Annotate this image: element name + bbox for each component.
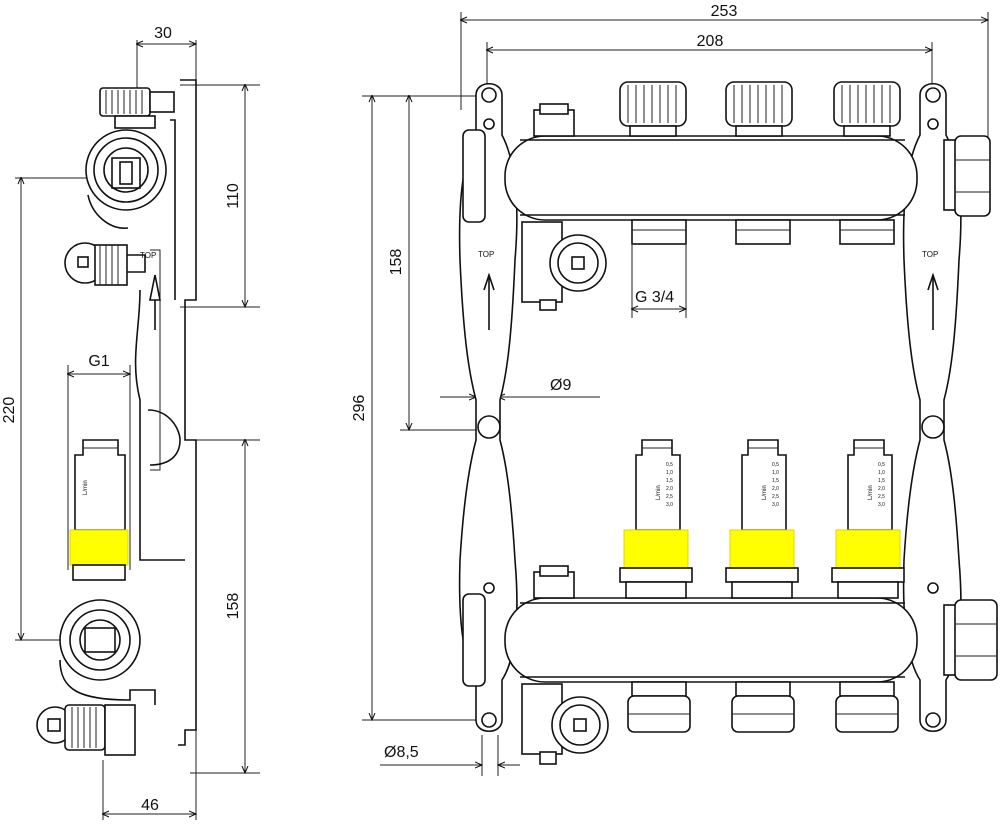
dim-label-30: 30 <box>154 25 172 42</box>
fill-valve-top <box>521 221 607 311</box>
dim-label-158-side: 158 <box>225 593 242 620</box>
flowmeter-1-scale-4: 2,0 <box>666 486 673 492</box>
dim-label-253: 253 <box>711 3 738 20</box>
dim-front-height: 296 <box>351 96 480 720</box>
flowmeter-3-scale-3: 1,5 <box>878 478 885 484</box>
flowmeter-1-scale-5: 2,5 <box>666 494 673 500</box>
flowmeter-3-scale-1: 0,5 <box>878 462 885 468</box>
dim-label-110: 110 <box>225 183 242 209</box>
air-vent-bottom <box>533 565 575 599</box>
side-drain-valve <box>36 704 136 756</box>
dim-side-height-bottom: 158 <box>190 440 260 773</box>
flowmeter-1-scale-6: 3,0 <box>666 502 673 508</box>
dim-hole-small: Ø9 <box>440 377 600 397</box>
dim-label-296: 296 <box>351 395 368 422</box>
flowmeter-2-scale-2: 1,0 <box>772 470 779 476</box>
dim-hole-large: Ø8,5 <box>380 735 520 776</box>
valve-cap-2 <box>725 81 793 137</box>
upper-manifold-bar <box>462 129 991 223</box>
dim-side-width-bottom: 46 <box>103 720 196 820</box>
flowmeter-2-scale-1: 0,5 <box>772 462 779 468</box>
flowmeter-1-highlight <box>623 529 689 569</box>
flowmeter-2-highlight <box>729 529 795 569</box>
flowmeter-2-scale-3: 1,5 <box>772 478 779 484</box>
lower-manifold-bar <box>462 593 998 687</box>
dim-front-total-width: 253 <box>461 3 988 140</box>
dim-label-158-front: 158 <box>388 249 405 276</box>
flowmeter-3-scale-5: 2,5 <box>878 494 885 500</box>
flowmeter-1-unit: L/min <box>656 485 662 500</box>
outlet-fitting-lower-3 <box>835 681 899 733</box>
flowmeter-3-highlight <box>835 529 901 569</box>
side-bracket: TOP <box>134 79 197 746</box>
dim-label-o9: Ø9 <box>550 377 571 394</box>
side-upper-body <box>85 129 167 229</box>
side-flowmeter-unit: L/min <box>83 480 89 495</box>
flowmeter-3: L/min 0,5 1,0 1,5 2,0 2,5 3,0 <box>831 439 905 599</box>
flowmeter-1-scale-3: 1,5 <box>666 478 673 484</box>
dim-front-inner-width: 208 <box>487 33 932 88</box>
flowmeter-2-scale-4: 2,0 <box>772 486 779 492</box>
front-left-bracket: TOP <box>458 82 518 733</box>
dim-label-46: 46 <box>141 797 159 814</box>
flowmeter-1-scale-2: 1,0 <box>666 470 673 476</box>
flowmeter-2-unit: L/min <box>762 485 768 500</box>
dim-outlet-thread: G 3/4 <box>632 245 686 318</box>
flowmeter-2-scale-5: 2,5 <box>772 494 779 500</box>
outlet-fitting-lower-2 <box>731 681 795 733</box>
flowmeter-2-scale-6: 3,0 <box>772 502 779 508</box>
outlet-fitting-lower-1 <box>627 681 691 733</box>
dim-label-g1: G1 <box>88 353 109 370</box>
top-label-left: TOP <box>478 250 494 259</box>
side-highlight-band <box>69 529 129 566</box>
front-view: 253 208 296 158 Ø9 <box>351 3 998 776</box>
valve-cap-3 <box>833 81 901 137</box>
side-vent-valve-top <box>64 242 146 286</box>
flowmeter-3-scale-6: 3,0 <box>878 502 885 508</box>
flowmeter-3-scale-4: 2,0 <box>878 486 885 492</box>
dim-side-width-top: 30 <box>137 25 196 90</box>
flowmeter-3-unit: L/min <box>868 485 874 500</box>
top-label-right: TOP <box>922 250 938 259</box>
side-flowmeter: L/min <box>69 439 129 581</box>
dim-side-height-top: 110 <box>180 85 260 307</box>
dim-label-g34: G 3/4 <box>635 289 674 306</box>
side-view: 30 110 220 G1 158 <box>1 25 260 820</box>
drain-valve-bottom <box>521 683 609 765</box>
flowmeter-3-scale-2: 1,0 <box>878 470 885 476</box>
front-right-bracket: TOP <box>902 82 962 733</box>
flowmeter-1-scale-1: 0,5 <box>666 462 673 468</box>
dim-label-208: 208 <box>697 33 724 50</box>
dim-label-o85: Ø8,5 <box>384 744 419 761</box>
outlet-thread-upper-1 <box>631 219 687 245</box>
dim-side-thread: G1 <box>68 353 130 570</box>
side-lower-body <box>59 599 156 705</box>
outlet-thread-upper-2 <box>735 219 791 245</box>
valve-cap-1 <box>619 81 687 137</box>
flowmeter-1: L/min 0,5 1,0 1,5 2,0 2,5 3,0 <box>619 439 693 599</box>
side-top-cap <box>99 87 175 129</box>
dim-front-height-inner: 158 <box>388 96 480 430</box>
air-vent-top <box>533 103 575 137</box>
top-label-side: TOP <box>140 251 156 260</box>
dim-label-220: 220 <box>1 397 18 424</box>
flowmeter-2: L/min 0,5 1,0 1,5 2,0 2,5 3,0 <box>725 439 799 599</box>
outlet-thread-upper-3 <box>839 219 895 245</box>
